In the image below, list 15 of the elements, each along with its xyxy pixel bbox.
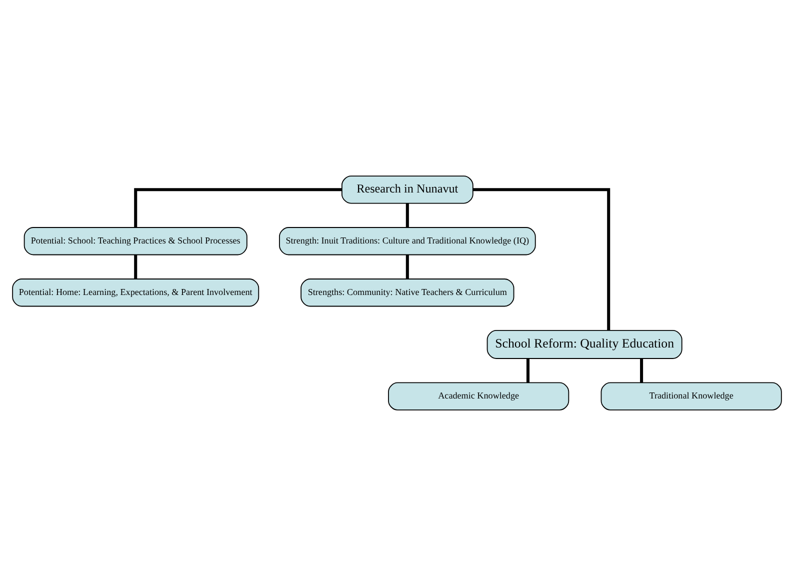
connector bbox=[406, 254, 409, 279]
connector bbox=[640, 358, 644, 383]
node-box: School Reform: Quality Education bbox=[486, 330, 682, 359]
node-box: Strength: Inuit Traditions: Culture and Traditional Knowledge (IQ) bbox=[279, 227, 536, 256]
node-box: Strengths: Community: Native Teachers & Curriculum bbox=[300, 278, 514, 307]
node-box: Traditional Knowledge bbox=[600, 382, 782, 410]
node-box: Research in Nunavut bbox=[341, 176, 474, 204]
connector bbox=[473, 188, 610, 330]
connector bbox=[134, 254, 138, 279]
connector bbox=[134, 188, 342, 228]
connector bbox=[526, 358, 530, 383]
node-box: Academic Knowledge bbox=[388, 382, 570, 410]
connector bbox=[406, 203, 409, 228]
node-box: Potential: Home: Learning, Expectations, & Parent Involvement bbox=[12, 278, 260, 307]
node-box: Potential: School: Teaching Practices & School Processes bbox=[24, 227, 248, 256]
